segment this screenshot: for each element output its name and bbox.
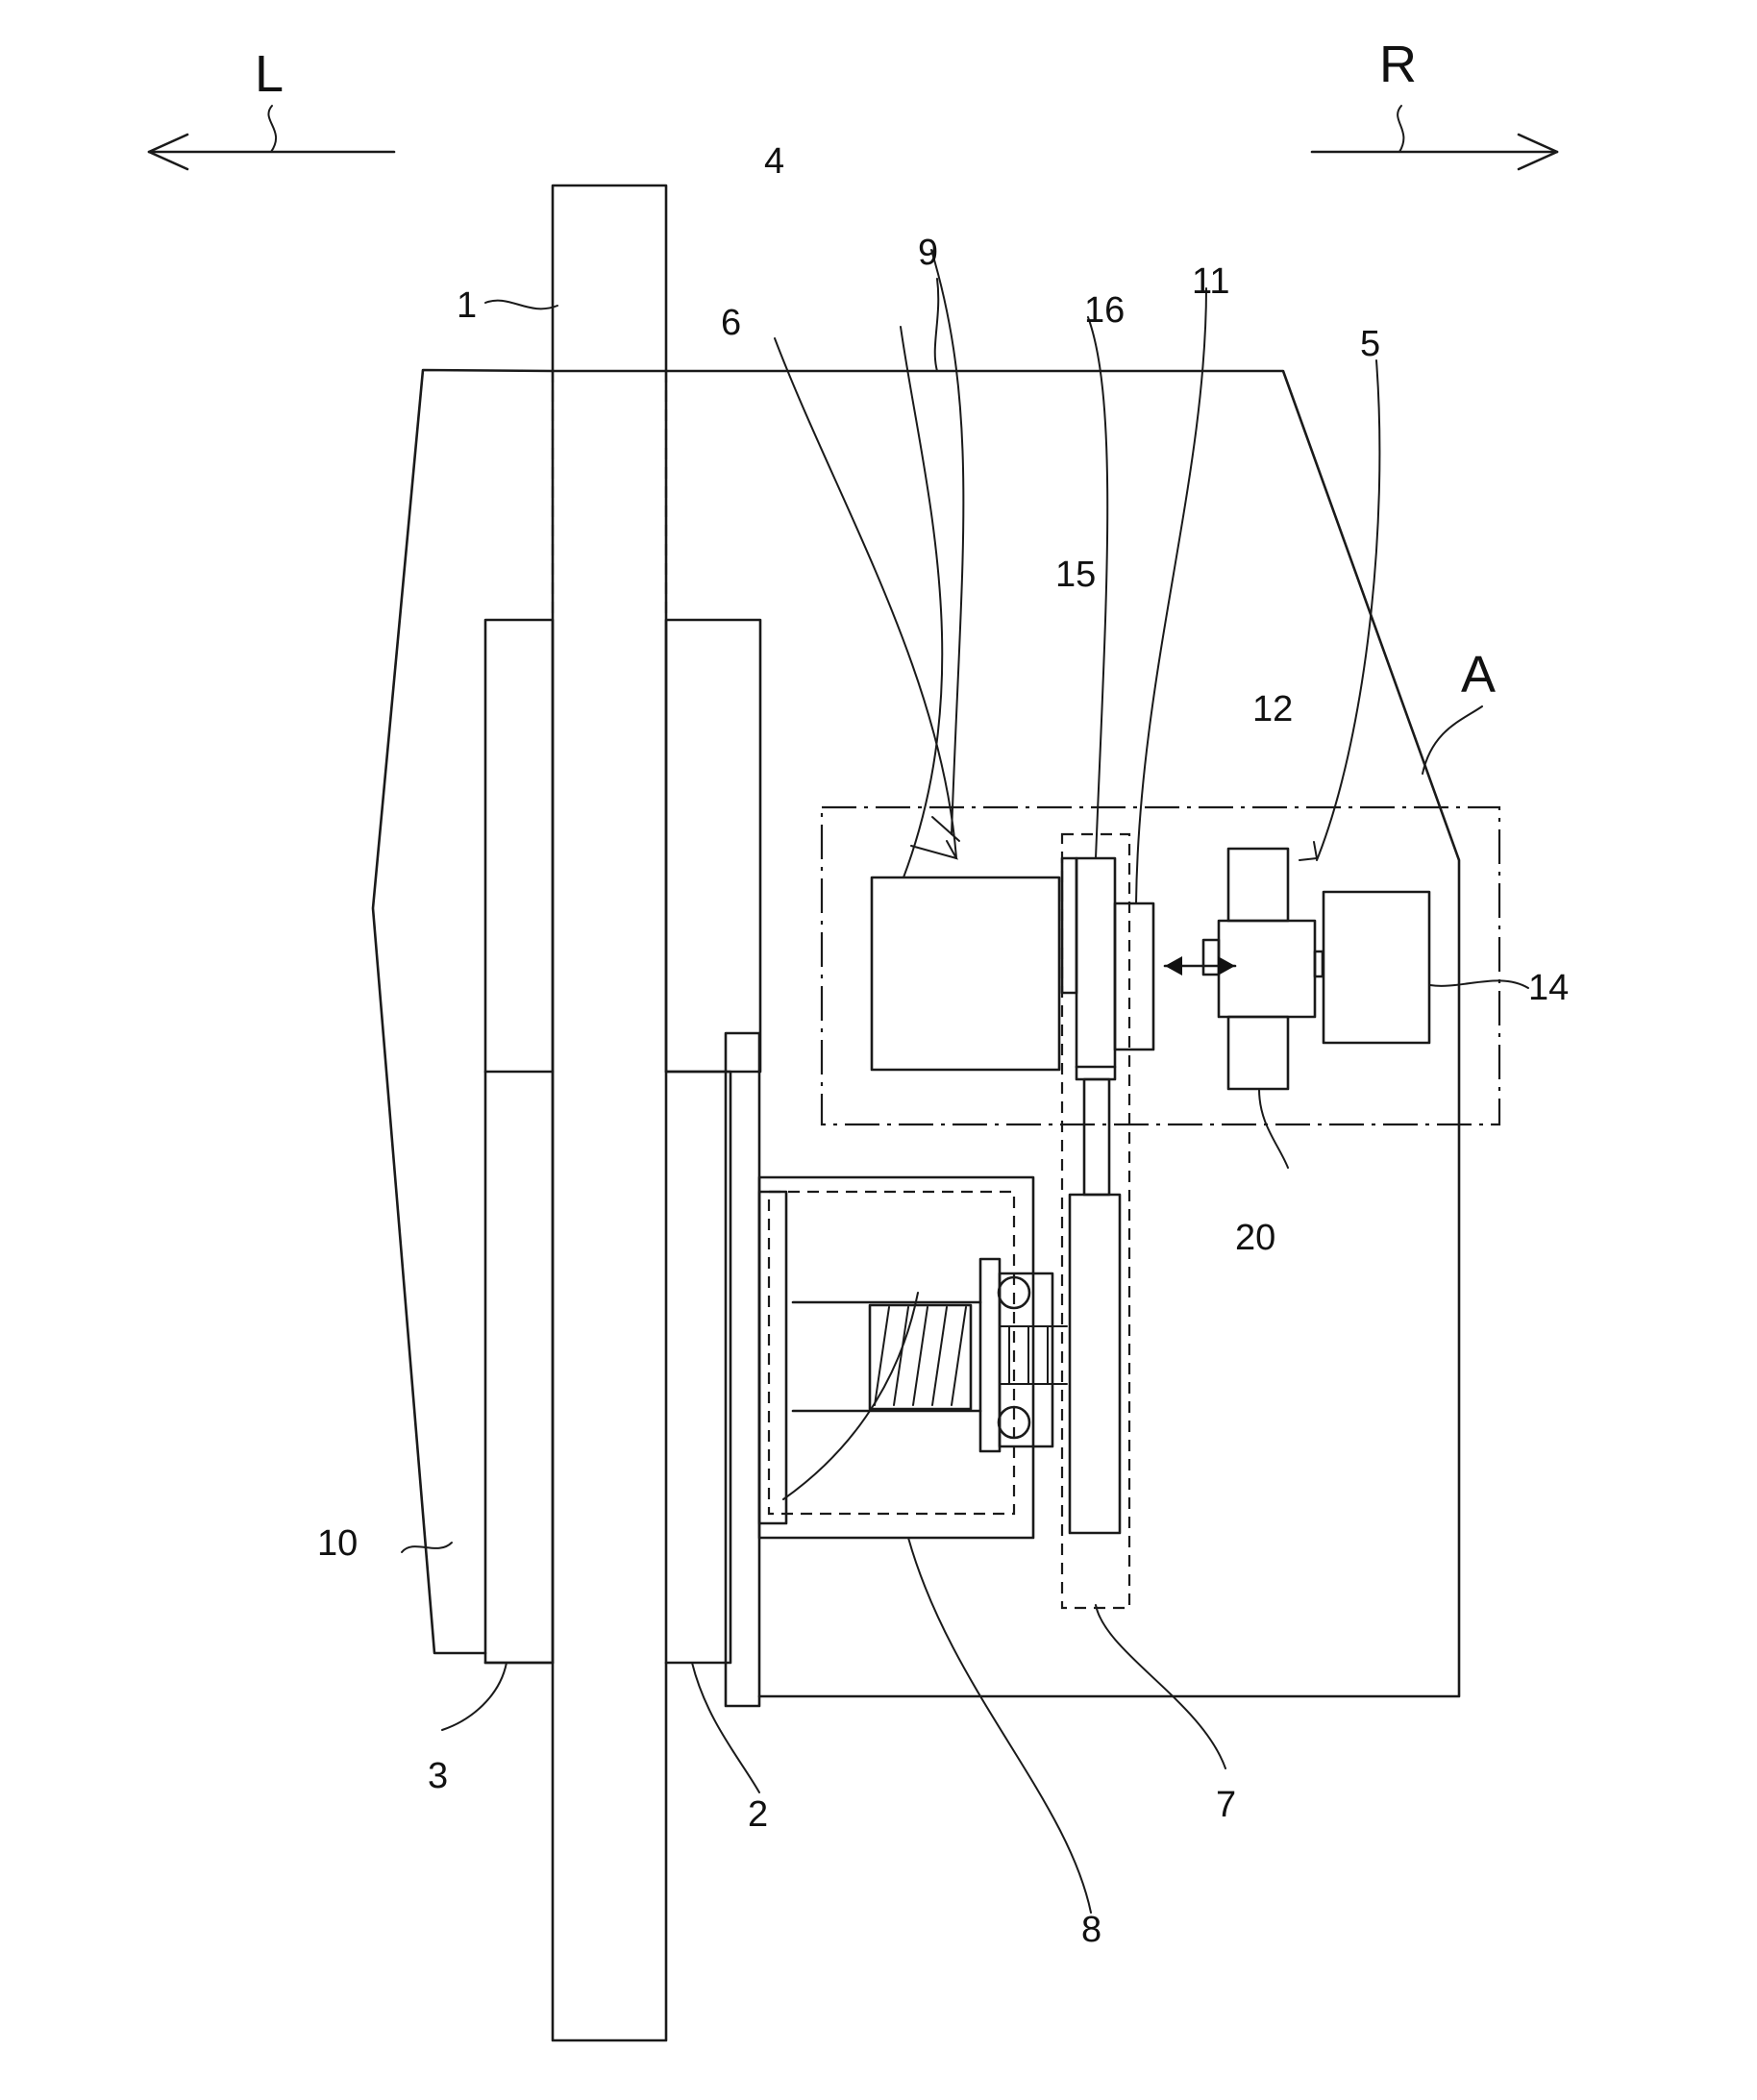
label-2: 2 [748,1794,768,1835]
part-6-block [872,877,1059,1070]
part-7-frame [1062,834,1129,1608]
detail-frame-A [822,807,1499,1124]
leader-lines [402,250,1528,1913]
part-3-block [485,620,760,1663]
label-4: 4 [764,141,784,182]
left-direction-arrow [149,106,394,169]
label-16: 16 [1084,290,1125,331]
label-14: 14 [1528,968,1569,1008]
right-direction-arrow [1312,106,1557,169]
actuator-12 [1165,849,1323,1089]
label-12: 12 [1252,689,1293,729]
label-15: 15 [1055,555,1096,595]
label-20: 20 [1235,1218,1275,1258]
part-2-block [666,1033,759,1706]
part-14-block [1324,892,1429,1043]
housing-outline [373,370,1459,1696]
part-8-assembly [759,1177,1067,1538]
shaft [553,185,666,2040]
label-10: 10 [317,1523,358,1564]
label-8: 8 [1081,1910,1101,1950]
label-6: 6 [721,303,741,343]
label-5: 5 [1360,324,1380,364]
label-7: 7 [1216,1785,1236,1825]
label-9: 9 [918,233,938,273]
label-1: 1 [457,285,477,326]
detail-marker-A: A [1461,646,1496,704]
direction-right-label: R [1379,36,1417,93]
label-11: 11 [1192,261,1229,302]
label-3: 3 [428,1756,448,1796]
direction-left-label: L [255,45,284,103]
